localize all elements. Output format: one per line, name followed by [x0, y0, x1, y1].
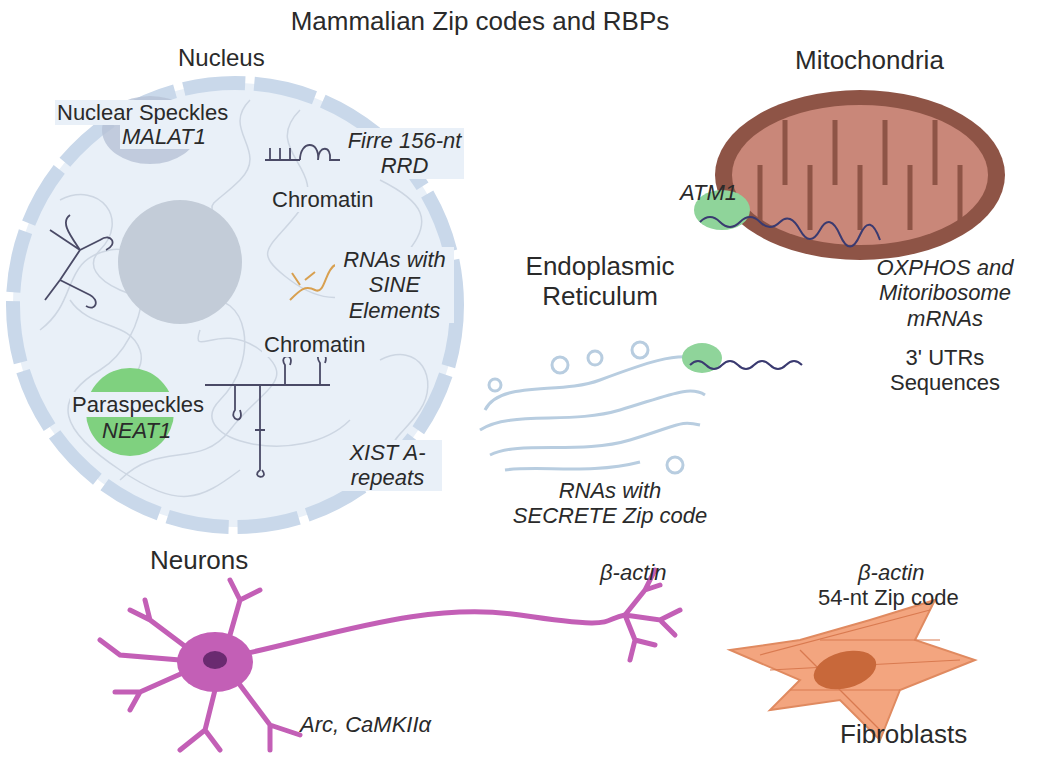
text-label: NEAT1 [102, 418, 171, 443]
compartment-title: Endoplasmic Reticulum [500, 252, 700, 312]
diagram-title: Mammalian Zip codes and RBPs [0, 6, 960, 37]
text-label: OXPHOS and Mitoribosome mRNAs [850, 255, 1040, 331]
compartment-title: Neurons [150, 546, 248, 576]
text-label: RNAs with SINE Elements [335, 247, 454, 323]
neuron-nucleus [203, 651, 227, 669]
text-label: 3' UTRs Sequences [860, 345, 1030, 396]
compartment-title: Nucleus [178, 44, 265, 72]
nucleolus [118, 200, 242, 324]
text-label: XIST A-repeats [333, 440, 442, 491]
mitochondrion-inner [732, 105, 988, 245]
text-label: RNAs with SECRETE Zip code [510, 478, 710, 529]
fibroblast: β-actin54-nt Zip codeFibroblasts [720, 540, 1050, 760]
nucleus: NucleusNuclear SpecklesMALAT1 Firre 156-n… [0, 40, 470, 540]
text-label: ATM1 [680, 180, 737, 205]
mrna [690, 361, 802, 369]
neuron: Neurons β-actinArc, CaMKIIα [80, 540, 700, 760]
text-label: Chromatin [270, 187, 375, 212]
sine-rna [290, 265, 335, 300]
text-label: MALAT1 [120, 124, 208, 149]
text-label: β-actin [600, 560, 666, 585]
text-label: Fibroblasts [840, 720, 967, 750]
fibroblast-cell [730, 600, 975, 740]
neuron-soma [177, 632, 253, 692]
mrna [700, 217, 880, 247]
text-label: Firre 156-nt RRD [345, 128, 464, 179]
text-label: Paraspeckles [70, 392, 206, 417]
text-label: Arc, CaMKIIα [300, 712, 431, 737]
text-label: 54-nt Zip code [818, 585, 959, 610]
compartment-title: Mitochondria [795, 46, 944, 76]
mitochondrion: MitochondriaATM1OXPHOS and Mitoribosome … [660, 40, 1050, 420]
endoplasmic-reticulum: Endoplasmic ReticulumRNAs with SECRETE Z… [470, 240, 720, 540]
text-label: Nuclear Speckles [55, 100, 230, 125]
fibroblast-nucleus [809, 644, 880, 695]
cristae [760, 120, 960, 230]
stress-fibers [760, 610, 960, 730]
er-membranes [480, 342, 705, 473]
neuron-processes [100, 570, 680, 750]
text-label: Chromatin [262, 332, 367, 357]
text-label: β-actin [858, 560, 924, 585]
